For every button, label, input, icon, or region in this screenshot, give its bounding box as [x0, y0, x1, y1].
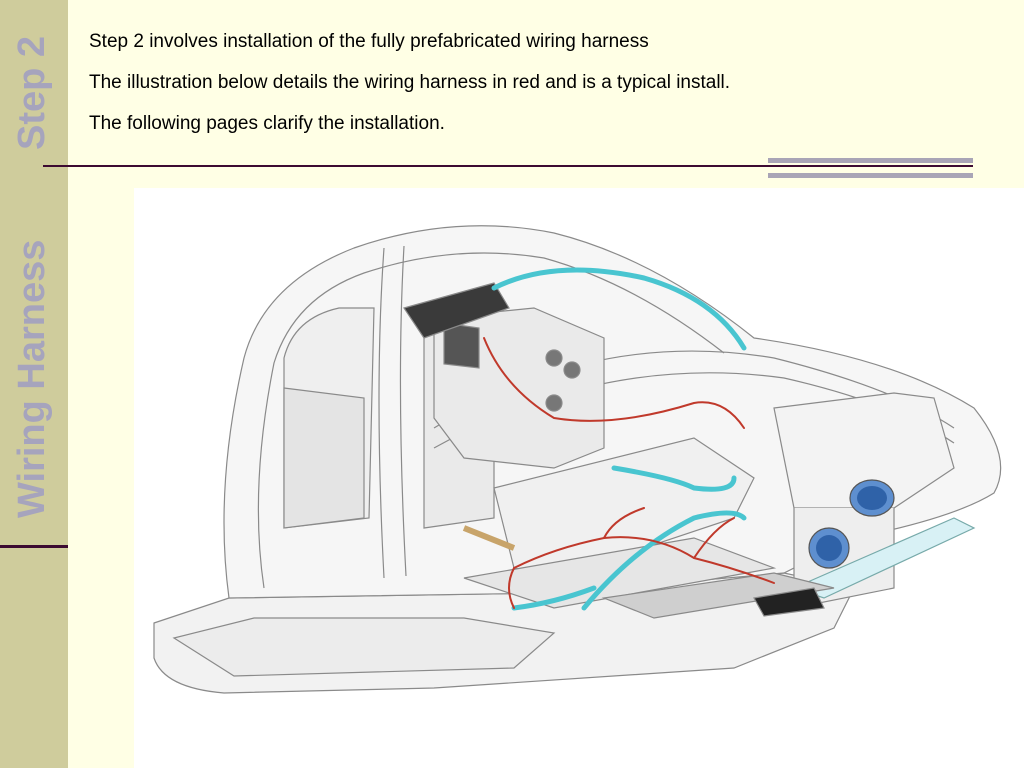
body-text: Step 2 involves installation of the full…	[89, 30, 989, 153]
vehicle-drawing	[153, 225, 1002, 694]
section-title: Wiring Harness	[11, 239, 53, 518]
body-line-3: The following pages clarify the installa…	[89, 113, 445, 134]
body-line-1: Step 2 involves installation of the full…	[89, 31, 649, 52]
wiring-harness-illustration	[134, 188, 1024, 768]
accent-bar-bottom	[768, 173, 973, 178]
accent-bar-top	[768, 158, 973, 163]
body-line-2: The illustration below details the wirin…	[89, 72, 731, 93]
header-divider	[43, 165, 973, 167]
sidebar: Step 2 Wiring Harness	[0, 0, 68, 768]
sidebar-divider	[0, 545, 68, 548]
step-title: Step 2	[11, 35, 53, 150]
